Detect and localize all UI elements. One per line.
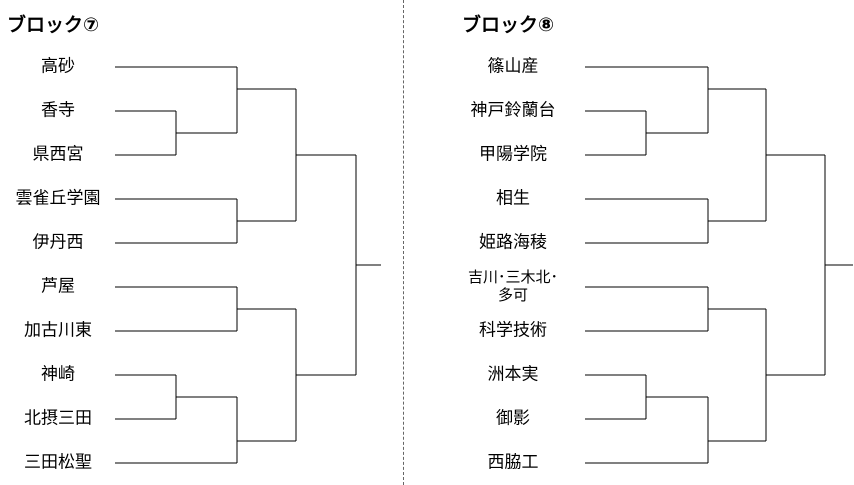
block-title: ブロック⑧ [462, 14, 555, 36]
block-8: ブロック⑧ 篠山産 神戸鈴蘭台 甲陽学院 [455, 0, 854, 485]
team-name: 高砂 [41, 56, 75, 77]
team-name: 加古川東 [24, 320, 92, 341]
team-name: 神崎 [41, 364, 75, 385]
bracket-lines [585, 66, 853, 464]
team-name: 香寺 [41, 100, 75, 121]
bracket-lines [115, 66, 381, 464]
team-name: 雲雀丘学園 [15, 188, 101, 209]
team-name: 西脇工 [487, 452, 539, 473]
team-name: 北摂三田 [24, 408, 92, 429]
team-name: 洲本実 [487, 364, 539, 385]
team-name: 甲陽学院 [479, 144, 547, 165]
team-name: 姫路海稜 [479, 232, 547, 253]
team-name: 科学技術 [479, 320, 547, 341]
team-name: 相生 [496, 188, 530, 209]
team-name: 吉川･三木北･ 多可 [467, 268, 558, 304]
team-name: 篠山産 [487, 56, 539, 77]
block-divider [403, 0, 404, 485]
team-name: 御影 [496, 408, 530, 429]
block-title: ブロック⑦ [7, 14, 100, 36]
team-name: 県西宮 [32, 144, 84, 165]
team-name: 伊丹西 [32, 232, 84, 253]
block-7: ブロック⑦ 高砂 香寺 県西宮 雲雀丘学園 [0, 0, 400, 485]
team-name: 三田松聖 [24, 452, 92, 473]
team-name: 芦屋 [41, 276, 75, 297]
team-name: 神戸鈴蘭台 [470, 100, 556, 121]
